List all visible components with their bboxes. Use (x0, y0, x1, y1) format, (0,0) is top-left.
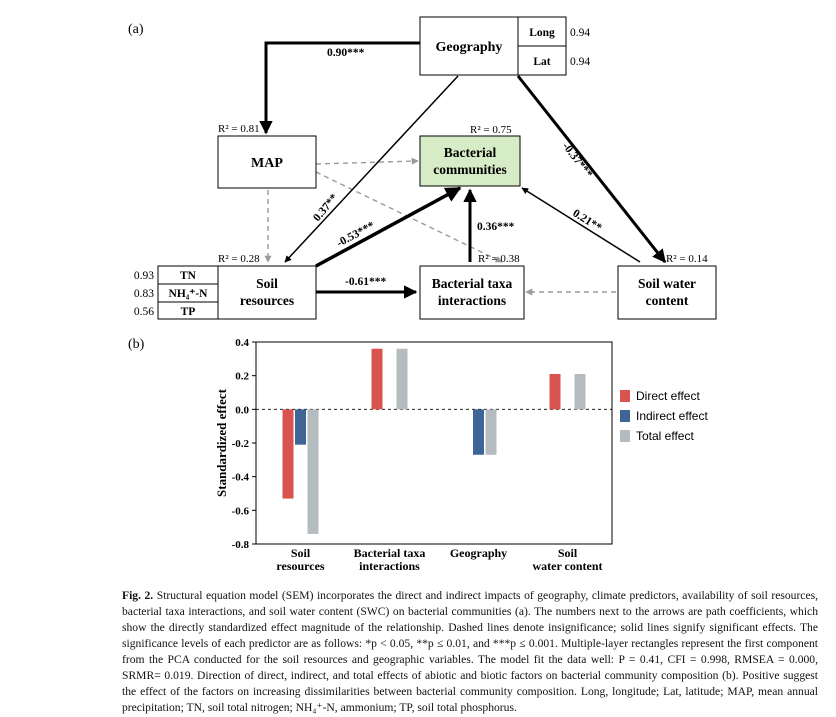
bar-1-2 (473, 409, 484, 455)
panel-b-label: (b) (128, 337, 145, 352)
bar-0-1 (371, 348, 383, 410)
bar-0-3 (549, 373, 561, 410)
x-tick-label: Soil (291, 546, 311, 560)
soil-tn-value: 0.93 (134, 270, 154, 282)
node-bacterial-r2: R² = 0.75 (470, 124, 512, 136)
node-taxa-interactions: Bacterial taxa interactions R² = 0.38 (419, 253, 525, 320)
y-tick-label: -0.6 (232, 505, 250, 517)
node-bacterial-communities: Bacterial communities R² = 0.75 (419, 124, 521, 187)
y-axis-label: Standardized effect (214, 388, 229, 497)
x-tick-label: Soil (558, 546, 578, 560)
legend-item-indirect: Indirect effect (620, 406, 708, 426)
node-interactions-r2: R² = 0.38 (478, 253, 520, 265)
geography-lat-value: 0.94 (570, 56, 590, 68)
node-map: MAP R² = 0.81 (217, 123, 317, 189)
caption-text: Structural equation model (SEM) incorpor… (122, 589, 819, 714)
geography-long-value: 0.94 (570, 27, 590, 39)
bar-1-0 (295, 409, 306, 445)
path-water-bacterial (521, 187, 641, 263)
node-soil-water: Soil water content R² = 0.14 (617, 253, 717, 320)
soil-tp-value: 0.56 (134, 306, 154, 318)
x-tick-label: resources (276, 559, 325, 573)
legend-swatch-total (620, 430, 630, 442)
legend-label-direct: Direct effect (636, 389, 700, 403)
soil-nh4-value: 0.83 (134, 288, 154, 300)
path-soil-bacterial (315, 186, 462, 268)
coef-soil-interactions: -0.61*** (345, 276, 386, 288)
node-bacterial-line1: Bacterial (444, 145, 497, 160)
x-tick-label: interactions (359, 559, 420, 573)
node-map-label: MAP (251, 156, 283, 171)
soil-sub-nh4: NH₄⁺-N (169, 288, 209, 300)
node-bacterial-line2: communities (433, 162, 507, 177)
bar-0-0 (282, 409, 294, 499)
legend-label-total: Total effect (636, 429, 694, 443)
node-map-r2: R² = 0.81 (218, 123, 260, 135)
bar-2-0 (307, 409, 319, 534)
node-water-line2: content (646, 293, 689, 308)
legend-swatch-indirect (620, 410, 630, 422)
legend-swatch-direct (620, 390, 630, 402)
node-interactions-line1: Bacterial taxa (432, 276, 513, 291)
node-soil-line2: resources (240, 293, 294, 308)
node-soil-resources: Soil resources R² = 0.28 TN NH₄⁺-N TP 0.… (134, 253, 317, 320)
node-water-r2: R² = 0.14 (666, 253, 708, 265)
x-tick-label: Geography (450, 546, 507, 560)
node-water-line1: Soil water (638, 276, 696, 291)
geography-sub-lat: Lat (533, 56, 550, 68)
y-tick-label: -0.4 (232, 472, 250, 484)
y-tick-label: 0.0 (235, 404, 249, 416)
x-tick-label: Bacterial taxa (354, 546, 426, 560)
y-tick-label: -0.2 (232, 438, 250, 450)
figure-canvas: (a) Geography Long Lat 0.94 0 (128, 16, 717, 573)
x-tick-label: water content (532, 559, 602, 573)
node-geography: Geography Long Lat 0.94 0.94 (419, 16, 590, 76)
legend-item-direct: Direct effect (620, 386, 708, 406)
node-soil-line1: Soil (256, 276, 278, 291)
legend-label-indirect: Indirect effect (636, 409, 708, 423)
chart-legend: Direct effect Indirect effect Total effe… (620, 386, 708, 446)
figure-caption: Fig. 2. Structural equation model (SEM) … (122, 588, 818, 716)
path-map-bacterial (315, 157, 419, 165)
path-geography-map (259, 41, 420, 135)
bar-2-1 (396, 348, 408, 410)
coef-interactions-bacterial: 0.36*** (477, 221, 515, 233)
node-soil-r2: R² = 0.28 (218, 253, 260, 265)
effects-chart: 0.4 0.2 0.0 -0.2 -0.4 -0.6 -0.8 Standardized ef… (214, 337, 613, 573)
legend-item-total: Total effect (620, 426, 708, 446)
geography-sub-long: Long (529, 27, 555, 39)
path-geography-water (516, 75, 667, 264)
panel-a: (a) Geography Long Lat 0.94 0 (128, 16, 717, 320)
node-interactions-line2: interactions (438, 293, 506, 308)
y-tick-label: 0.2 (235, 371, 249, 383)
panel-b: (b) 0.4 0.2 0.0 -0.2 -0.4 -0.6 -0.8 Standardize… (128, 337, 613, 573)
y-tick-label: -0.8 (232, 539, 250, 551)
soil-sub-tp: TP (181, 306, 196, 318)
soil-sub-tn: TN (180, 270, 197, 282)
path-geography-soil (284, 75, 459, 263)
y-tick-label: 0.4 (235, 337, 249, 349)
caption-fig-label: Fig. 2. (122, 589, 154, 602)
panel-a-label: (a) (128, 22, 144, 37)
coef-geo-map: 0.90*** (327, 47, 365, 59)
bar-2-3 (574, 373, 586, 410)
bar-2-2 (485, 409, 497, 455)
coef-geo-water: -0.37*** (560, 140, 595, 180)
node-geography-label: Geography (436, 40, 503, 55)
solid-paths (259, 41, 667, 299)
